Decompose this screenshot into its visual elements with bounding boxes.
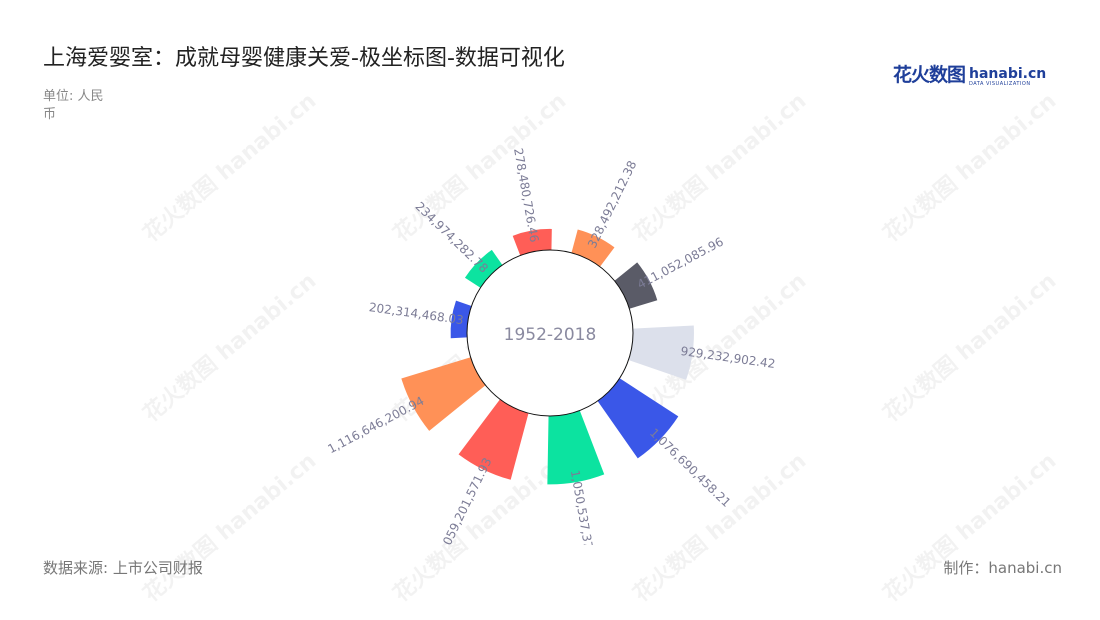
logo: 花火数图 hanabi.cn DATA VISUALIZATION (893, 60, 1046, 87)
bar-6[interactable] (458, 399, 529, 480)
bar-label-6: 1,059,201,571.93 (435, 455, 494, 545)
bar-9[interactable] (464, 249, 503, 288)
polar-chart: 1952-2018 278,480,726.46 328,492,212.3841… (325, 147, 776, 545)
logo-en-group: hanabi.cn DATA VISUALIZATION (969, 67, 1046, 87)
bar-3[interactable] (628, 325, 694, 380)
bar-label-4: 1,076,690,458.21 (647, 426, 734, 510)
logo-sub: DATA VISUALIZATION (969, 81, 1031, 87)
bar-1[interactable] (571, 229, 615, 267)
bar-label-0: 278,480,726.46 (511, 147, 541, 243)
center-label: 1952-2018 (504, 325, 597, 345)
credit: 制作：hanabi.cn (943, 559, 1062, 577)
bar-8[interactable] (450, 300, 472, 339)
bar-label-3: 929,232,902.42 (680, 344, 776, 371)
bar-label-5: 1,050,537,372 (568, 469, 597, 545)
data-source: 数据来源: 上市公司财报 (43, 559, 203, 577)
bar-label-7: 1,116,646,200.94 (325, 394, 426, 457)
bar-label-1: 328,492,212.38 (585, 158, 639, 250)
bar-7[interactable] (401, 357, 486, 431)
page-title: 上海爱婴室：成就母婴健康关爱-极坐标图-数据可视化 (43, 46, 565, 71)
center-circle (466, 249, 634, 417)
bar-4[interactable] (597, 378, 679, 459)
bar-5[interactable] (547, 410, 605, 485)
bar-label-9: 234,974,282.78 (413, 199, 491, 275)
bar-0[interactable] (512, 228, 552, 256)
bar-label-2: 411,052,085.96 (635, 235, 726, 292)
bar-label-8: 202,314,468.03 (368, 300, 464, 327)
unit-label: 单位: 人民币 (43, 89, 104, 122)
logo-cn: 花火数图 (893, 64, 966, 86)
logo-en: hanabi.cn (969, 66, 1047, 82)
